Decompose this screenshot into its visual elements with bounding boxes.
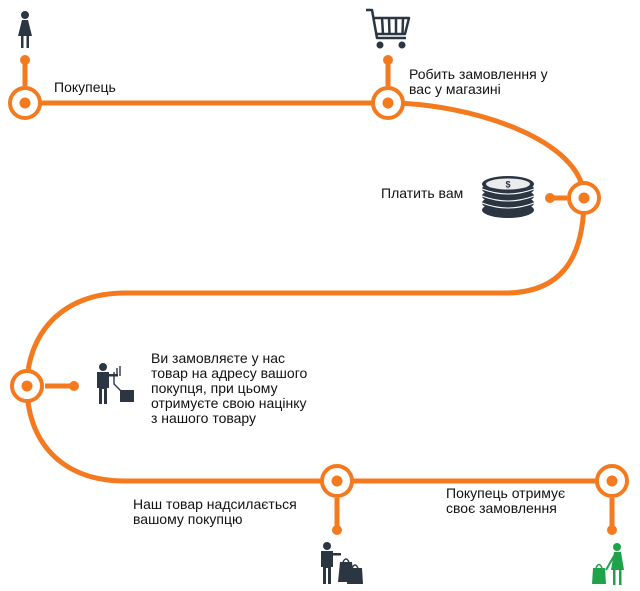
node-order	[371, 86, 405, 120]
flow-path	[22, 100, 615, 484]
node-pay	[567, 181, 601, 215]
node-buyer	[8, 86, 42, 120]
dot-reorder	[69, 381, 79, 391]
dot-ship	[332, 525, 342, 535]
man-with-bag-icon	[97, 363, 134, 404]
svg-text:$: $	[505, 180, 510, 190]
step-label-reorder: Ви замовляєте у нас товар на адресу вашо…	[151, 350, 308, 426]
step-label-buyer: Покупець	[54, 79, 116, 95]
dot-order	[383, 55, 393, 65]
node-ship	[320, 464, 354, 498]
step-label-receive: Покупець отримує своє замовлення	[446, 485, 566, 516]
woman-icon	[18, 11, 32, 48]
shopping-cart-icon	[366, 8, 411, 49]
node-reorder	[10, 369, 44, 403]
dot-pay	[545, 193, 555, 203]
step-label-order: Робить замовлення у вас у магазині	[409, 66, 548, 97]
woman-with-bags-icon	[592, 543, 624, 585]
dot-buyer	[20, 55, 30, 65]
dot-receive	[607, 525, 617, 535]
coin-stack-icon: $	[481, 176, 535, 218]
node-receive	[595, 464, 629, 498]
step-label-pay: Платить вам	[381, 185, 464, 201]
step-label-ship: Наш товар надсилається вашому покупцю	[133, 496, 297, 527]
man-with-bags-icon	[321, 542, 363, 584]
